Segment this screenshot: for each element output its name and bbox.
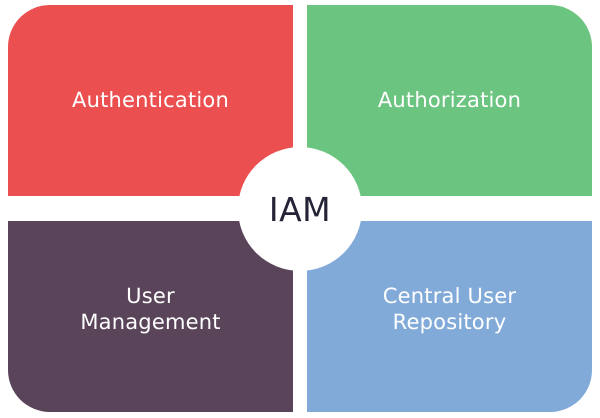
quadrant-user-management[interactable]: User Management [8,221,293,412]
quadrant-authorization-label: Authorization [377,88,522,112]
center-hub-label: IAM [268,189,332,229]
quadrant-central-user-repository[interactable]: Central User Repository [307,221,592,412]
quadrant-central-user-repository-label: Central User Repository [382,284,517,334]
quadrant-authentication[interactable]: Authentication [8,5,293,196]
quadrant-authentication-label: Authentication [72,88,229,112]
center-hub-circle[interactable]: IAM [238,147,362,271]
quadrant-user-management-label: User Management [80,284,221,334]
quadrant-authorization[interactable]: Authorization [307,5,592,196]
